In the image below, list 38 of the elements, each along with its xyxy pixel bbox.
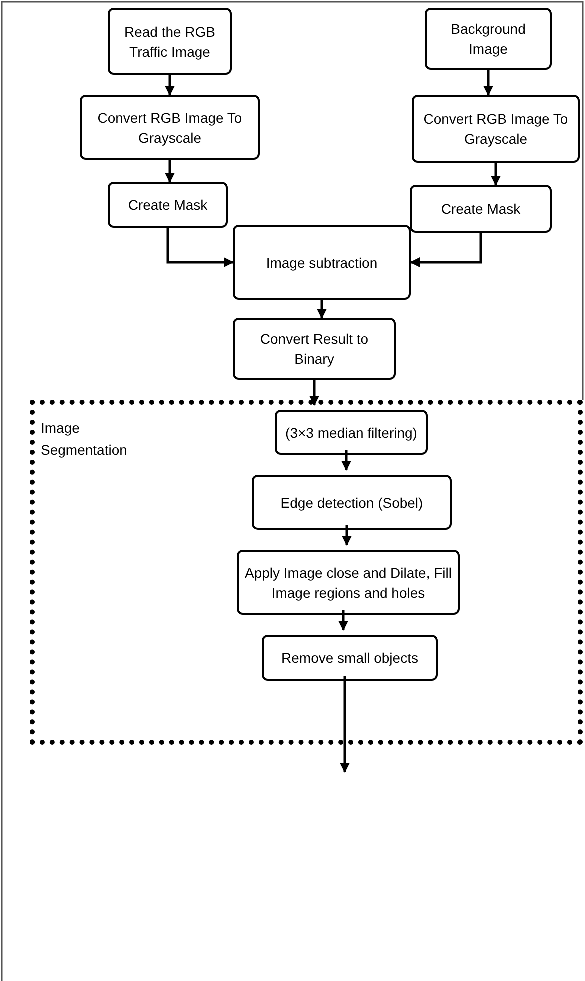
process-box: [233, 225, 411, 300]
dotted-group-frame: [30, 400, 583, 745]
arrow: [166, 228, 234, 268]
arrow: [340, 676, 350, 773]
process-box: [252, 475, 452, 530]
arrow: [410, 233, 482, 268]
process-box: [410, 185, 552, 233]
box-text: Convert RGB Image To Grayscale: [96, 108, 244, 148]
box-text: Edge detection (Sobel): [280, 494, 424, 512]
arrow: [342, 450, 352, 471]
arrow: [165, 75, 175, 96]
process-box: [425, 8, 552, 70]
process-box: [233, 318, 396, 380]
process-box: [412, 95, 580, 163]
process-box: [262, 635, 438, 681]
box-text: Convert Result to Binary: [259, 330, 370, 369]
process-box: [108, 8, 232, 75]
process-box: [80, 95, 260, 160]
group-label: Image Segmentation: [41, 419, 128, 460]
arrow: [484, 70, 494, 96]
arrow: [310, 380, 320, 406]
process-box: [275, 410, 428, 455]
arrow: [317, 300, 327, 319]
arrow: [491, 163, 501, 186]
arrow: [342, 525, 352, 546]
arrow: [165, 160, 175, 183]
box-text: Apply Image close and Dilate, Fill Image regions and holes: [244, 564, 453, 602]
box-text: Remove small objects: [282, 649, 418, 668]
box-text: Convert RGB Image To Grayscale: [422, 110, 570, 149]
box-text: Read the RGB Traffic Image: [123, 22, 217, 62]
box-text: Create Mask: [128, 196, 208, 215]
box-text: Background Image: [450, 20, 527, 59]
process-box: [237, 550, 460, 615]
process-box: [108, 182, 228, 228]
box-text: Image subtraction: [266, 254, 378, 272]
arrow: [338, 610, 348, 631]
box-text: (3×3 median filtering): [286, 424, 418, 442]
box-text: Create Mask: [441, 200, 521, 219]
